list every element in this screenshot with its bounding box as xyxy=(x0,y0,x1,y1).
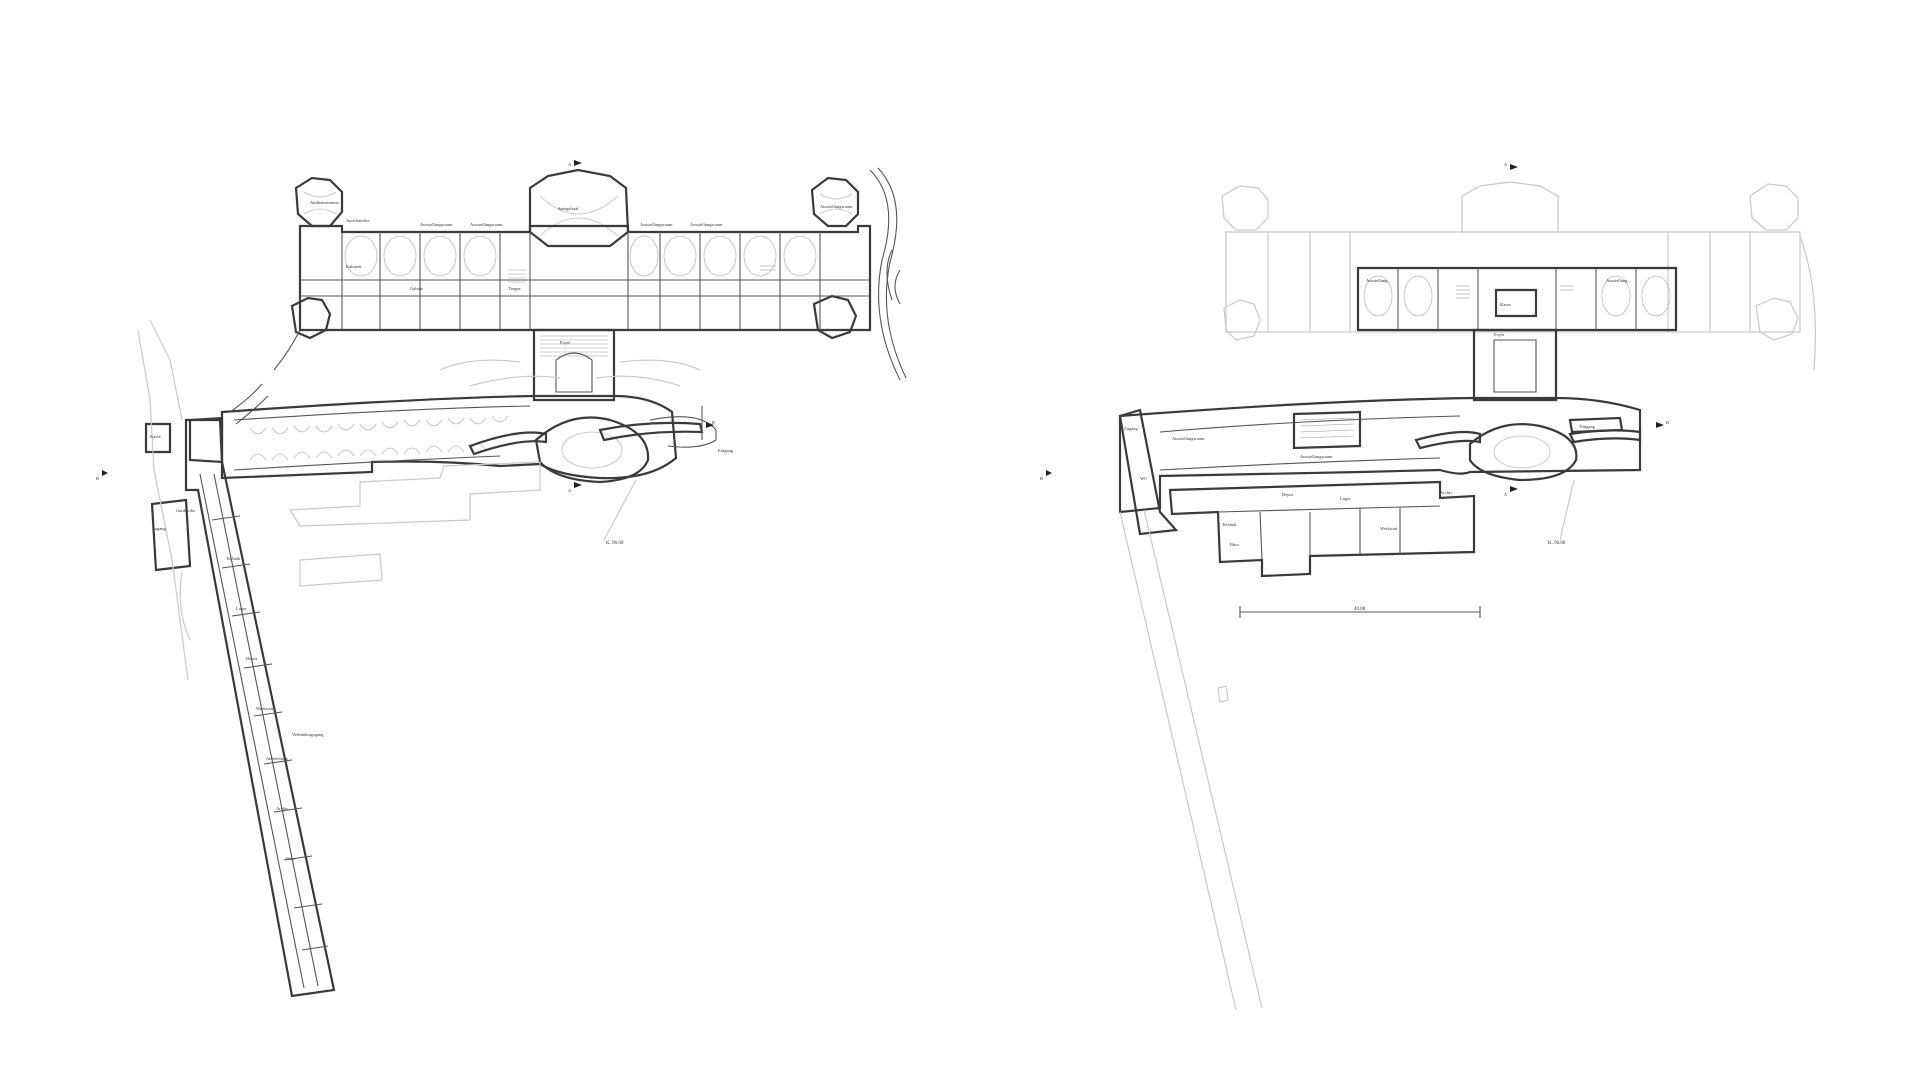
section-mark: B xyxy=(96,476,99,481)
room-label: Ausstellung xyxy=(1366,278,1388,283)
dimension-note: 40.00 xyxy=(1354,607,1366,612)
section-mark: A xyxy=(568,488,572,493)
left-entrance-hall xyxy=(439,328,701,402)
left-floor-plan: Audienzzimmer Antichambre Ausstellungsra… xyxy=(96,160,907,998)
right-underground xyxy=(1118,396,1642,1011)
room-label: Kasse xyxy=(1500,302,1511,307)
section-mark: B xyxy=(712,420,715,425)
room-label: Zugang xyxy=(1124,426,1138,431)
room-label: Ausstellungsraum xyxy=(690,222,723,227)
elevation-note: K. 96.00 xyxy=(606,541,624,546)
left-section-marks xyxy=(102,160,714,541)
right-floor-plan: Ausstellung Ausstellung Kasse Foyer Eing… xyxy=(1040,162,1816,1011)
room-label: Kasse xyxy=(150,434,161,439)
left-diagonal-wing xyxy=(137,319,541,998)
room-label: Ausstellung xyxy=(1606,278,1628,283)
room-label: Depot xyxy=(246,656,258,661)
right-section-marks xyxy=(1046,164,1664,541)
room-label: Lager xyxy=(236,606,247,611)
room-label: Anlieferung xyxy=(266,756,288,761)
room-label: Werkstatt xyxy=(256,706,274,711)
room-label: Ausstellungsraum xyxy=(420,222,453,227)
left-palace-wing xyxy=(273,167,907,381)
room-label: Ausstellungsraum xyxy=(470,222,503,227)
room-label: Archiv xyxy=(1440,490,1453,495)
section-mark: A xyxy=(1504,162,1508,167)
room-label: Ausstellungsraum xyxy=(1172,436,1205,441)
room-label: Werkstatt xyxy=(1380,526,1398,531)
section-mark: B xyxy=(1040,476,1043,481)
room-label: Garderobe xyxy=(176,508,195,513)
room-label: Foyer xyxy=(560,340,571,345)
room-label: Verbindungsgang xyxy=(292,732,324,737)
room-label: Zugang xyxy=(152,526,166,531)
section-mark: B xyxy=(1666,420,1669,425)
room-label: Ausstellungsraum xyxy=(1300,454,1333,459)
room-label: Ausstellungsraum xyxy=(640,222,673,227)
room-label: Kabinett xyxy=(346,264,362,269)
elevation-note: K. 96.00 xyxy=(1548,541,1566,546)
room-label: Audienzzimmer xyxy=(310,200,339,205)
left-underground-gallery xyxy=(188,383,717,484)
room-label: Lager xyxy=(1340,496,1351,501)
room-label: Antichambre xyxy=(346,218,370,223)
room-label: Büro xyxy=(286,856,296,861)
room-label: Spiegelsaal xyxy=(558,206,579,211)
room-label: Foyer xyxy=(1494,332,1505,337)
right-room-labels: Ausstellung Ausstellung Kasse Foyer Eing… xyxy=(1040,162,1669,612)
room-label: Büro xyxy=(1230,542,1240,547)
section-mark: A xyxy=(568,162,572,167)
room-label: Ausstellungsraum xyxy=(820,204,853,209)
room-label: Galerie xyxy=(410,286,423,291)
room-label: WC xyxy=(1140,476,1147,481)
section-mark: A xyxy=(1504,492,1508,497)
room-label: Eingang xyxy=(718,448,734,453)
room-label: Technik xyxy=(1222,522,1237,527)
right-palace-core xyxy=(1356,266,1678,402)
left-room-labels: Audienzzimmer Antichambre Ausstellungsra… xyxy=(96,162,853,861)
room-label: Treppe xyxy=(508,286,521,291)
right-palace-ghost xyxy=(1221,181,1816,371)
room-label: Technik xyxy=(226,556,241,561)
room-label: Eingang xyxy=(1580,424,1596,429)
room-label: Depot xyxy=(1282,492,1294,497)
room-label: Archiv xyxy=(276,806,289,811)
